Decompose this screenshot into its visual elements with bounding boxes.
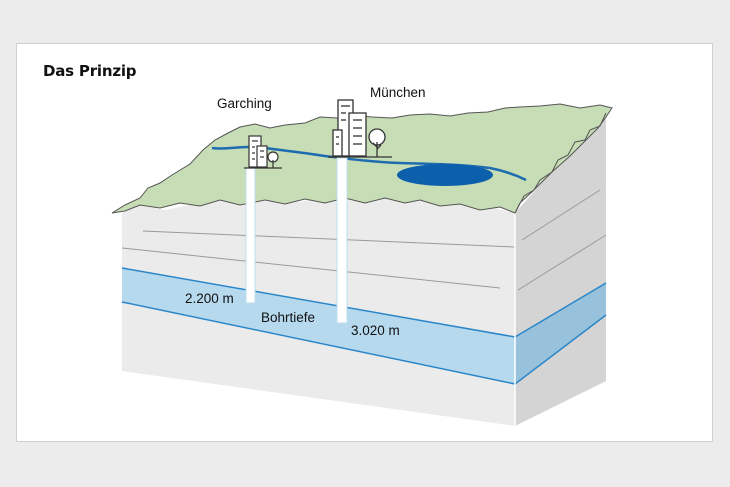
stratum-line [142, 230, 516, 248]
tree-icon [267, 151, 279, 168]
stratum-line [121, 247, 501, 289]
surface-edge [514, 112, 607, 214]
aquifer-bottom-line [121, 301, 516, 385]
stratum-line [517, 234, 607, 291]
building-icon [244, 135, 282, 169]
surface-terrain [111, 103, 613, 214]
aquifer-top-line [121, 267, 516, 338]
label-muenchen: München [370, 85, 426, 100]
tree-icon [368, 128, 386, 157]
label-depth-muenchen: 3.020 m [351, 323, 400, 338]
label-depth-garching: 2.200 m [185, 291, 234, 306]
aquifer-bottom-line-side [514, 314, 607, 385]
aquifer-top-line-side [514, 282, 607, 338]
stratum-line [521, 189, 601, 241]
borehole-muenchen [336, 157, 348, 324]
aquifer-front [122, 268, 515, 384]
building-icon [328, 99, 392, 158]
borehole-garching [245, 167, 256, 304]
label-bohrtiefe: Bohrtiefe [261, 310, 315, 325]
aquifer-side [515, 283, 606, 384]
label-garching: Garching [217, 96, 272, 111]
diagram-title: Das Prinzip [43, 62, 137, 80]
lake [397, 164, 493, 186]
